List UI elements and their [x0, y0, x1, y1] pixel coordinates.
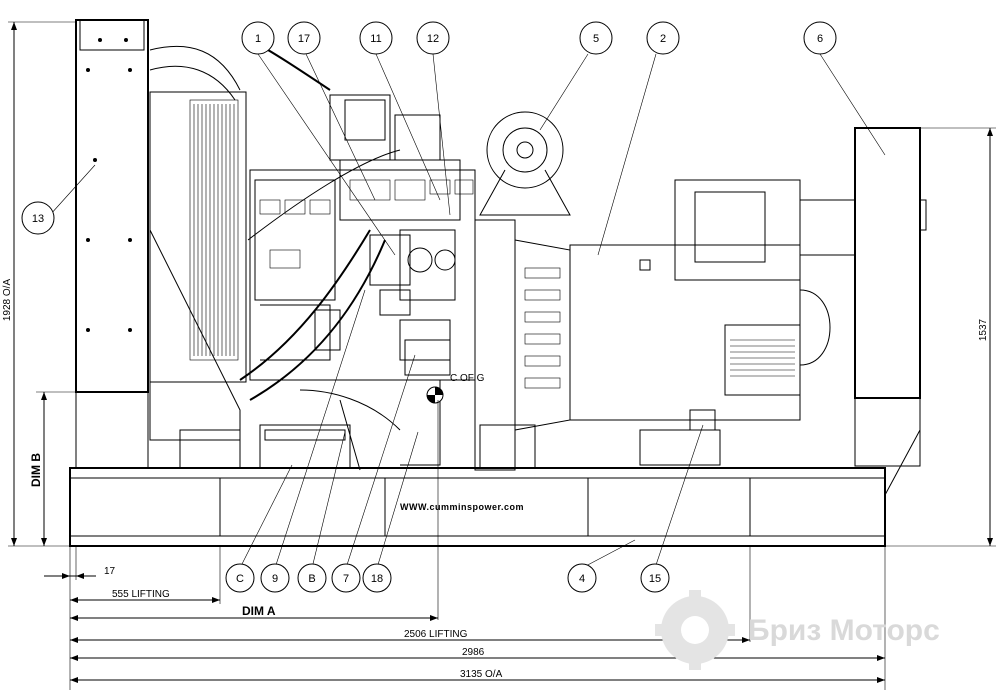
- callout-12: 12: [416, 21, 450, 55]
- cog-label: C OF G: [450, 373, 485, 384]
- callout-C-label: C: [236, 573, 244, 585]
- callout-12-label: 12: [427, 33, 439, 45]
- callout-15: 15: [640, 563, 670, 593]
- lifting-555-label: 555 LIFTING: [112, 589, 170, 600]
- gear-icon: [655, 590, 735, 670]
- callout-6: 6: [803, 21, 837, 55]
- control-panel: [854, 127, 927, 496]
- radiator: [75, 19, 247, 469]
- callout-B-label: B: [308, 573, 315, 585]
- callout-17-label: 17: [298, 33, 310, 45]
- dim-17-label: 17: [104, 566, 116, 577]
- callout-C: C: [225, 563, 255, 593]
- dimension-lines: [8, 21, 996, 690]
- length-overall-label: 3135 O/A: [460, 669, 503, 680]
- callout-11-label: 11: [370, 33, 381, 45]
- alternator: [569, 179, 856, 466]
- callout-9: 9: [260, 563, 290, 593]
- callout-18: 18: [362, 563, 392, 593]
- callout-7-label: 7: [343, 573, 349, 585]
- base-frame: WWW.cumminspower.com: [69, 467, 886, 547]
- dim-b-label: DIM B: [29, 453, 43, 487]
- callout-2-label: 2: [660, 33, 666, 45]
- engine-block: [239, 39, 476, 471]
- callout-13: 13: [21, 201, 55, 235]
- fan-pulley: [479, 111, 571, 216]
- callout-11: 11: [359, 21, 393, 55]
- callout-B: B: [297, 563, 327, 593]
- website-label: WWW.cumminspower.com: [400, 502, 524, 512]
- callout-9-label: 9: [272, 573, 278, 585]
- dim-a-label: DIM A: [242, 604, 276, 618]
- centre-of-gravity: C OF G: [426, 373, 485, 404]
- callout-1-label: 1: [255, 33, 261, 45]
- callout-1: 1: [241, 21, 275, 55]
- callout-4-label: 4: [579, 573, 585, 585]
- watermark-text: Бриз Моторс: [748, 614, 940, 647]
- leader-lines: [49, 53, 886, 569]
- lifting-2506-label: 2506 LIFTING: [404, 629, 468, 640]
- callout-15-label: 15: [649, 573, 661, 585]
- callout-6-label: 6: [817, 33, 823, 45]
- height-right-label: 1537: [978, 318, 989, 341]
- callout-7: 7: [331, 563, 361, 593]
- callout-13-label: 13: [32, 213, 44, 225]
- callout-17: 17: [287, 21, 321, 55]
- callout-18-label: 18: [371, 573, 383, 585]
- callout-2: 2: [646, 21, 680, 55]
- length-2986-label: 2986: [462, 647, 485, 658]
- callout-5-label: 5: [593, 33, 599, 45]
- callout-5: 5: [579, 21, 613, 55]
- callout-4: 4: [567, 563, 597, 593]
- watermark: Бриз Моторс: [655, 590, 940, 670]
- flywheel-housing: [474, 219, 571, 471]
- height-overall-label: 1928 O/A: [2, 279, 13, 322]
